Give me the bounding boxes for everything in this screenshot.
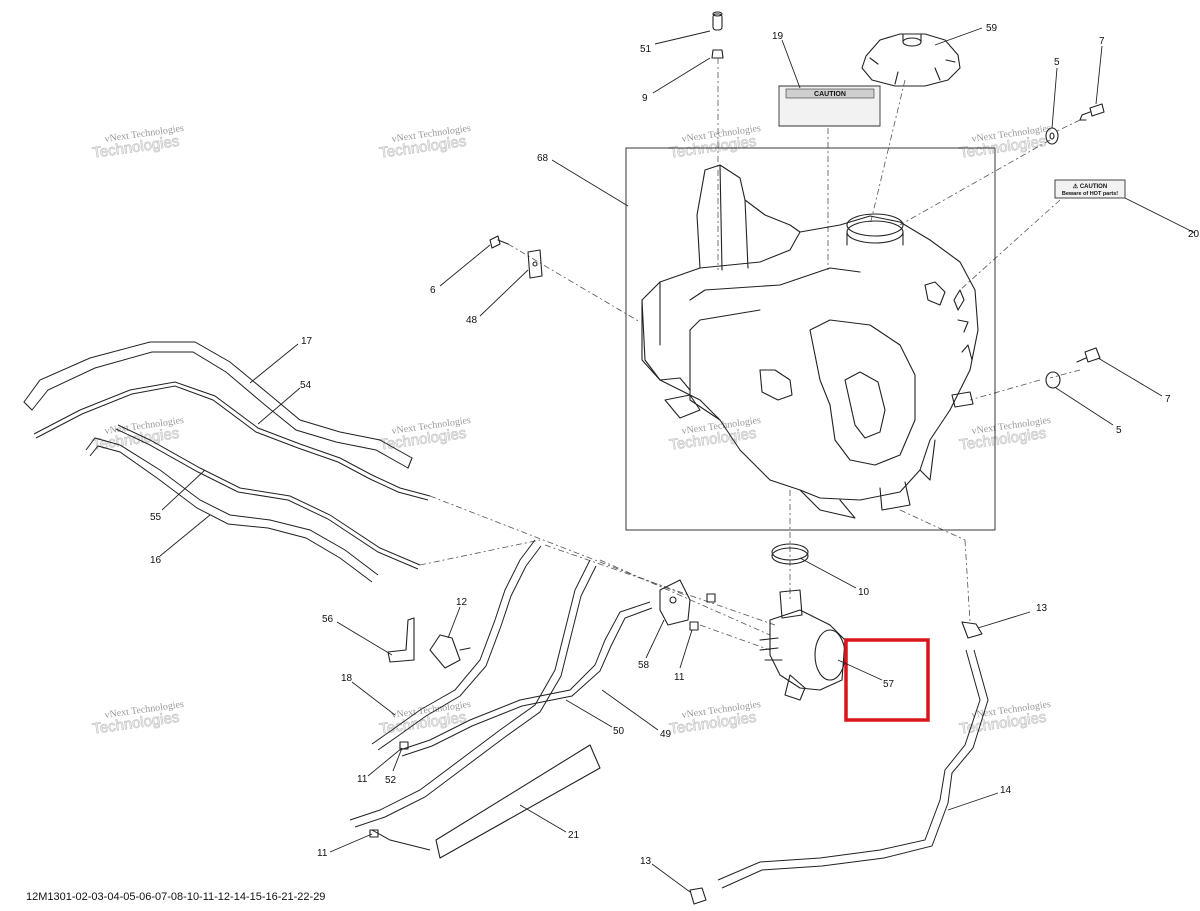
- fuel-hose-16: [85, 437, 379, 583]
- callout-14: 14: [1000, 785, 1012, 796]
- protective-sleeve-part: [435, 744, 601, 859]
- callout-11: 11: [357, 774, 368, 785]
- vent-fitting-part: [712, 11, 723, 31]
- hose-clamp-part: [689, 621, 699, 631]
- warning-sticker-text-2: Beware of HOT parts!: [1062, 191, 1118, 197]
- callout-16: 16: [150, 555, 162, 566]
- callout-5: 5: [1116, 425, 1122, 436]
- callout-12: 12: [456, 597, 468, 608]
- washer-part: [1045, 127, 1059, 145]
- mounting-bracket-part: [387, 617, 415, 663]
- callout-49: 49: [660, 729, 672, 740]
- fuel-hose-49: [399, 601, 653, 757]
- callout-19: 19: [772, 31, 784, 42]
- callout-20: 20: [1188, 229, 1200, 240]
- tank-assembly-frame: [625, 147, 996, 531]
- hose-clamp-part: [689, 887, 707, 905]
- hose-clamp-part: [706, 593, 716, 603]
- callout-58: 58: [638, 660, 650, 671]
- callout-68: 68: [537, 153, 549, 164]
- caution-sticker: CAUTION: [778, 85, 881, 127]
- caution-sticker-text: CAUTION: [814, 91, 846, 98]
- callout-13: 13: [1036, 603, 1048, 614]
- callout-10: 10: [858, 587, 870, 598]
- callout-11: 11: [317, 848, 328, 859]
- hose-clamp-part: [961, 621, 983, 639]
- connector-part: [399, 741, 409, 750]
- callout-7: 7: [1099, 36, 1105, 47]
- callout-17: 17: [301, 336, 313, 347]
- hose-clamp-part: [369, 829, 379, 838]
- bolt-part: [1076, 347, 1101, 363]
- callout-54: 54: [300, 380, 312, 391]
- warning-sticker-text-1: ⚠ CAUTION: [1073, 183, 1107, 190]
- bolt-part: [1079, 103, 1105, 121]
- bolt-part: [489, 235, 509, 249]
- callout-6: 6: [430, 285, 436, 296]
- fuel-line-54: [33, 381, 431, 501]
- fuel-hose-17: [23, 341, 413, 469]
- fuel-line-55: [115, 424, 421, 570]
- fuel-pump-part: [759, 589, 846, 701]
- callout-48: 48: [466, 315, 478, 326]
- fuel-hose-18: [371, 539, 542, 751]
- callout-52: 52: [385, 775, 397, 786]
- pump-bracket-part: [659, 579, 691, 626]
- callout-13: 13: [640, 856, 652, 867]
- callout-11: 11: [674, 672, 685, 683]
- callout-50: 50: [613, 726, 625, 737]
- fuel-line-11-bottom: [371, 829, 431, 851]
- fuel-cap-part: [861, 33, 961, 87]
- hose-clamp-small-part: [711, 49, 724, 59]
- hose-clamp-part: [771, 543, 809, 565]
- callout-59: 59: [986, 23, 998, 34]
- callout-9: 9: [642, 93, 648, 104]
- callout-21: 21: [568, 830, 580, 841]
- callout-numbers: 51 9 19 59 7 5 68 20 6 48 17 54 55 16 7 …: [150, 23, 1200, 867]
- callout-57: 57: [883, 679, 895, 690]
- washer-part: [1045, 371, 1061, 389]
- spring-clip-part: [429, 634, 471, 669]
- assembly-lines: [419, 58, 1081, 651]
- callout-7: 7: [1165, 394, 1171, 405]
- leader-lines: [159, 27, 1196, 893]
- fuel-tank: [641, 164, 979, 519]
- warning-sticker: ⚠ CAUTION Beware of HOT parts!: [1054, 179, 1126, 199]
- fuel-hose-50: [349, 559, 597, 828]
- callout-5: 5: [1054, 57, 1060, 68]
- bracket-plate-part: [527, 249, 543, 279]
- callout-56: 56: [322, 614, 334, 625]
- callout-55: 55: [150, 512, 162, 523]
- callout-51: 51: [640, 44, 652, 55]
- highlight-box: [844, 638, 930, 722]
- fuel-hose-14: [717, 649, 989, 889]
- callout-18: 18: [341, 673, 353, 684]
- diagram-reference-code: 12M1301-02-03-04-05-06-07-08-10-11-12-14…: [26, 891, 326, 903]
